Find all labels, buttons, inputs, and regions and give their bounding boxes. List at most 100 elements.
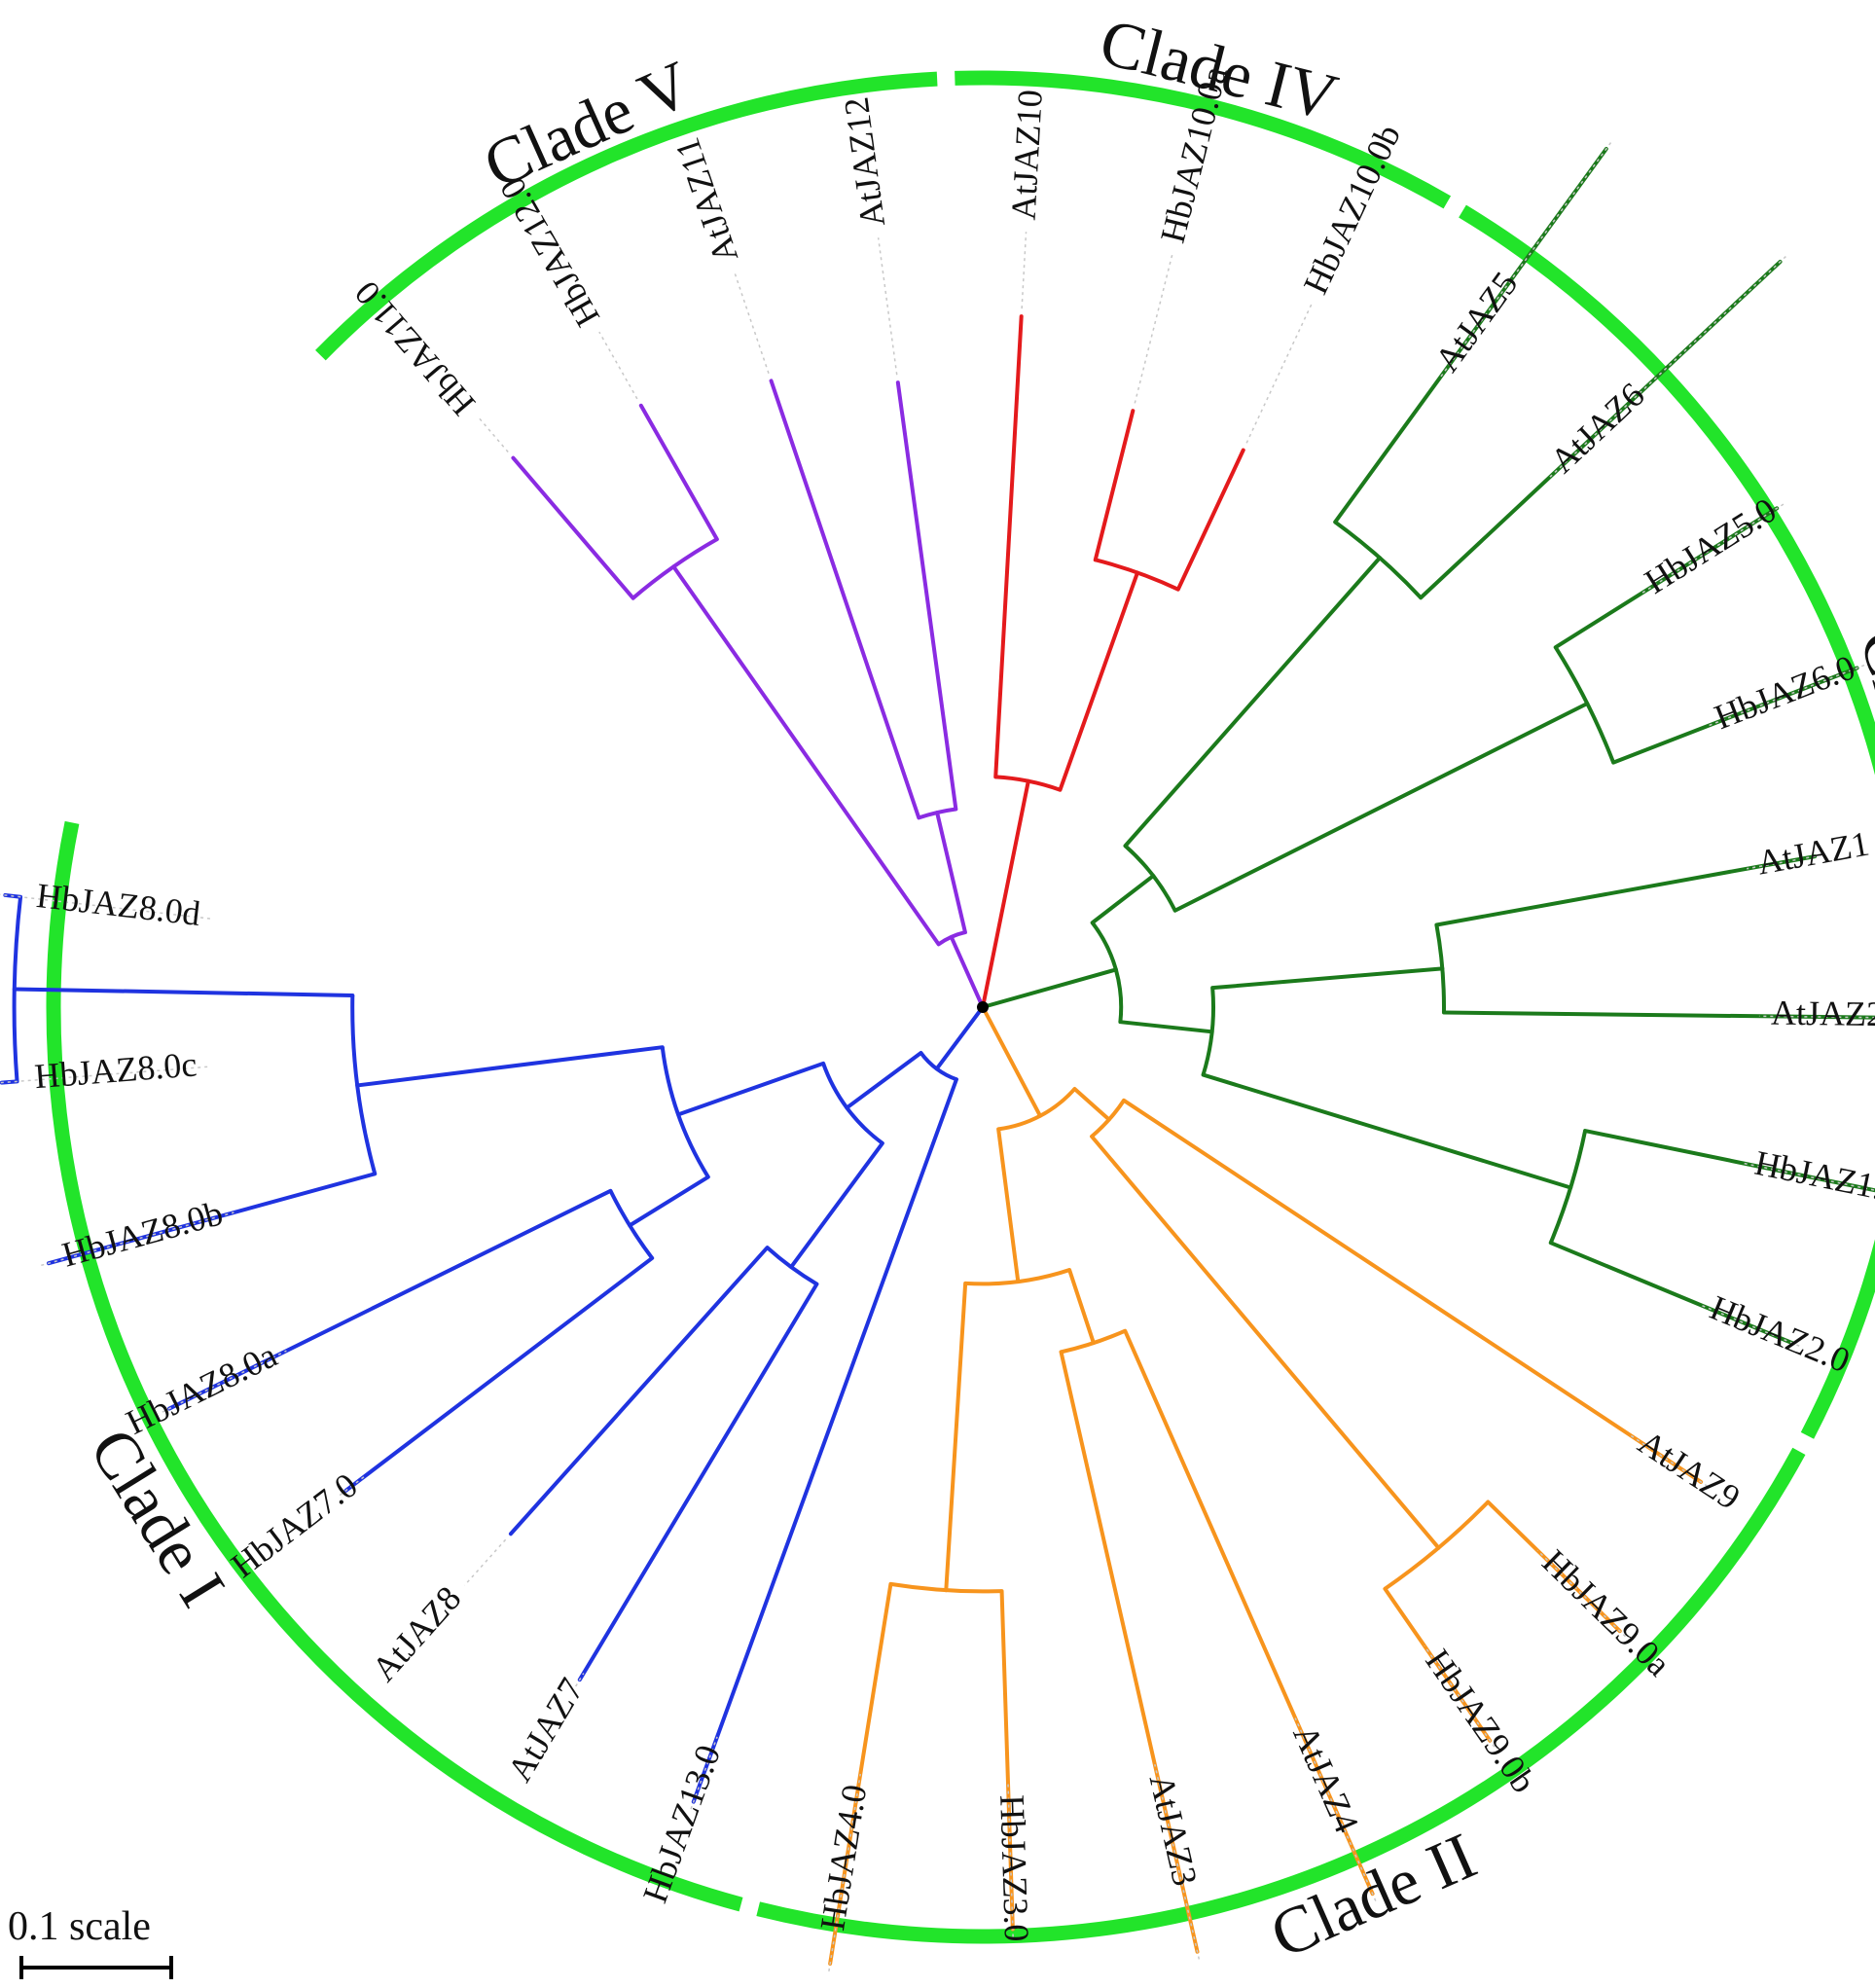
branch-arc-2 (919, 1051, 957, 1082)
leaf-label-AtJAZ8: AtJAZ8 (364, 1578, 468, 1688)
scale-bar-label: 0.1 scale (8, 1904, 151, 1949)
branch-arc-32 (1548, 1130, 1588, 1244)
branch-segment-41 (981, 778, 1030, 1009)
branch-segment-11 (628, 1175, 710, 1228)
branch-AtJAZ7 (577, 1282, 819, 1682)
branch-segment-3 (845, 1051, 923, 1110)
branch-arc-10 (12, 896, 23, 1082)
leader-AtJAZ1 (1747, 853, 1823, 870)
leader-AtJAZ9 (1630, 1434, 1709, 1487)
branch-HbJAZ1.0 (1583, 1129, 1875, 1193)
branch-segment-13 (789, 1140, 884, 1270)
branch-HbJAZ10.0b (1175, 448, 1245, 592)
leaf-label-AtJAZ5: AtJAZ5 (1427, 265, 1526, 379)
branch-HbJAZ7.0 (343, 1255, 655, 1493)
leaf-label-AtJAZ10: AtJAZ10 (1004, 89, 1050, 221)
branch-arc-20 (890, 1581, 1002, 1594)
branch-arc-40 (1334, 520, 1423, 599)
branch-arc-12 (608, 1189, 654, 1260)
leaf-label-HbJAZ5.0: HbJAZ5.0 (1638, 490, 1783, 601)
leaf-label-AtJAZ6: AtJAZ6 (1543, 375, 1652, 480)
branch-arc-28 (1091, 922, 1124, 1023)
leaf-label-layer: HbJAZ8.0dHbJAZ8.0cHbJAZ8.0bHbJAZ8.0aHbJA… (33, 62, 1875, 1942)
branch-HbJAZ10.0a (1093, 409, 1136, 562)
branch-layer (0, 147, 1875, 1966)
branch-segment-48 (935, 811, 967, 935)
branch-AtJAZ11 (769, 379, 921, 820)
branch-arc-22 (1061, 1328, 1127, 1355)
leader-HbJAZ11.0 (477, 416, 509, 453)
branch-segment-23 (1072, 1087, 1111, 1122)
clade-label-II: Clade II (1260, 1818, 1487, 1971)
leaf-label-HbJAZ2.0: HbJAZ2.0 (1705, 1287, 1856, 1380)
branch-segment-7 (355, 1045, 665, 1088)
branch-arc-30 (1201, 988, 1215, 1076)
leaf-label-AtJAZ2: AtJAZ2 (1771, 994, 1875, 1033)
branch-arc-16 (997, 1087, 1076, 1132)
leaf-label-AtJAZ1: AtJAZ1 (1754, 824, 1872, 883)
branch-segment-50 (671, 564, 941, 947)
branch-segment-1 (934, 1005, 985, 1071)
branch-AtJAZ2 (1441, 1010, 1875, 1020)
branch-HbJAZ2.0 (1548, 1241, 1794, 1346)
branch-segment-25 (1090, 1134, 1441, 1550)
leader-HbJAZ9.0b (1424, 1645, 1496, 1748)
clade-label-I: Clade I (76, 1416, 240, 1619)
branch-segment-21 (1067, 1268, 1096, 1346)
clade-label-V: Clade V (473, 47, 702, 203)
clade-ring-IV (955, 70, 1452, 209)
leader-AtJAZ12 (877, 237, 898, 376)
leader-HbJAZ8.0d (0, 893, 212, 920)
branch-segment-5 (676, 1061, 826, 1117)
branch-arc-6 (660, 1046, 710, 1178)
leader-AtJAZ2 (1758, 1015, 1875, 1019)
leaf-label-AtJAZ4: AtJAZ4 (1285, 1719, 1366, 1838)
leaf-label-AtJAZ7: AtJAZ7 (500, 1672, 592, 1789)
leader-HbJAZ9.0a (1536, 1549, 1626, 1638)
leaf-label-HbJAZ4.0: HbJAZ4.0 (812, 1782, 874, 1933)
leader-AtJAZ8 (463, 1538, 507, 1586)
branch-segment-29 (1118, 1020, 1214, 1034)
clade-ring-II (756, 1447, 1806, 1944)
branch-segment-46 (949, 934, 985, 1009)
branch-segment-39 (1123, 556, 1383, 849)
branch-HbJAZ13.0 (691, 1077, 958, 1804)
branch-AtJAZ10 (993, 314, 1024, 779)
leader-AtJAZ5 (1438, 142, 1612, 380)
leaf-label-HbJAZ7.0: HbJAZ7.0 (224, 1465, 364, 1585)
leader-HbJAZ10.0a (1134, 253, 1173, 404)
leaf-label-HbJAZ1.0: HbJAZ1.0 (1751, 1143, 1875, 1211)
branch-HbJAZ4.0 (828, 1581, 893, 1966)
leaf-label-AtJAZ12: AtJAZ12 (836, 94, 892, 229)
leader-HbJAZ8.0a (162, 1350, 287, 1413)
branch-HbJAZ11.0 (511, 455, 635, 600)
branch-segment-31 (1201, 1072, 1573, 1190)
leader-HbJAZ12.0 (598, 331, 638, 400)
branch-AtJAZ12 (895, 380, 958, 812)
branch-segment-15 (981, 1005, 1043, 1118)
clade-ring-III (1459, 204, 1875, 1439)
branch-AtJAZ8 (508, 1246, 770, 1536)
branch-arc-18 (965, 1268, 1070, 1286)
leader-HbJAZ1.0 (1743, 1162, 1875, 1191)
branch-segment-37 (1172, 701, 1590, 913)
branch-HbJAZ12.0 (638, 403, 719, 542)
leader-HbJAZ10.0b (1245, 303, 1313, 444)
root-node (977, 1001, 989, 1013)
leader-AtJAZ10 (1021, 232, 1028, 309)
branch-arc-51 (631, 537, 718, 600)
branch-segment-27 (981, 967, 1118, 1009)
leader-HbJAZ2.0 (1699, 1304, 1800, 1347)
branch-arc-24 (1090, 1099, 1126, 1139)
branch-arc-38 (1554, 646, 1616, 764)
branch-segment-9 (12, 987, 355, 997)
leaf-label-HbJAZ11.0: HbJAZ11.0 (347, 273, 483, 422)
branch-arc-34 (1434, 924, 1446, 1013)
leader-AtJAZ7 (575, 1673, 585, 1687)
leaf-label-HbJAZ8.0b: HbJAZ8.0b (58, 1193, 228, 1274)
branch-AtJAZ9 (1121, 1098, 1704, 1484)
leaf-label-HbJAZ3.0: HbJAZ3.0 (992, 1794, 1036, 1942)
leaf-label-AtJAZ9: AtJAZ9 (1632, 1423, 1748, 1517)
leader-HbJAZ6.0 (1706, 664, 1865, 728)
